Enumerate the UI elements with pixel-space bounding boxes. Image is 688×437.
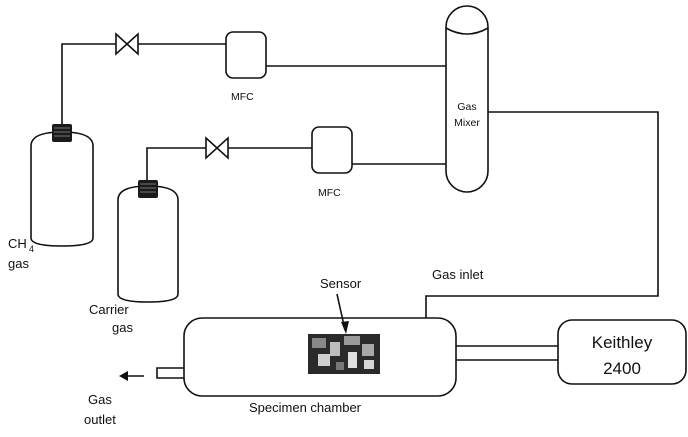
ch4-label-main: CH: [8, 236, 27, 251]
sensor-image: [308, 334, 380, 374]
gas-inlet-label: Gas inlet: [432, 267, 484, 282]
gas-mixer: [445, 5, 489, 193]
keithley-label-line1: Keithley: [592, 333, 653, 352]
ch4-pipe: [61, 43, 226, 126]
ch4-cylinder: [30, 124, 94, 247]
mixer-label-line2: Mixer: [454, 117, 480, 129]
outlet-stub: [156, 367, 184, 379]
sensor-arrow: [336, 293, 349, 334]
outlet-label-line2: outlet: [84, 412, 116, 427]
carrier-label-line2: gas: [112, 320, 133, 335]
outlet-label-line1: Gas: [88, 392, 112, 407]
keithley-box: [557, 319, 687, 385]
pipes: [61, 43, 659, 379]
ch4-cylinder-valve: [52, 124, 72, 142]
sensor-label: Sensor: [320, 276, 362, 291]
ch4-label-sub: 4: [29, 244, 34, 254]
valve-ch4: [115, 32, 139, 56]
mfc-bottom-label: MFC: [318, 187, 341, 199]
mfc-bottom-box: [311, 126, 353, 174]
mfc-top-label: MFC: [231, 91, 254, 103]
carrier-cylinder-valve: [138, 180, 158, 198]
mfc-top-box: [225, 31, 267, 79]
mixer-label-line1: Gas: [457, 101, 476, 113]
ch4-label-gas: gas: [8, 256, 29, 271]
carrier-pipe: [146, 147, 312, 182]
carrier-cylinder: [117, 180, 179, 303]
mixer-to-inlet-pipe: [425, 111, 659, 318]
carrier-label-line1: Carrier: [89, 302, 129, 317]
valve-carrier: [205, 136, 229, 160]
chamber-label: Specimen chamber: [249, 400, 362, 415]
keithley-label-line2: 2400: [603, 359, 641, 378]
outlet-arrow: [119, 371, 144, 381]
